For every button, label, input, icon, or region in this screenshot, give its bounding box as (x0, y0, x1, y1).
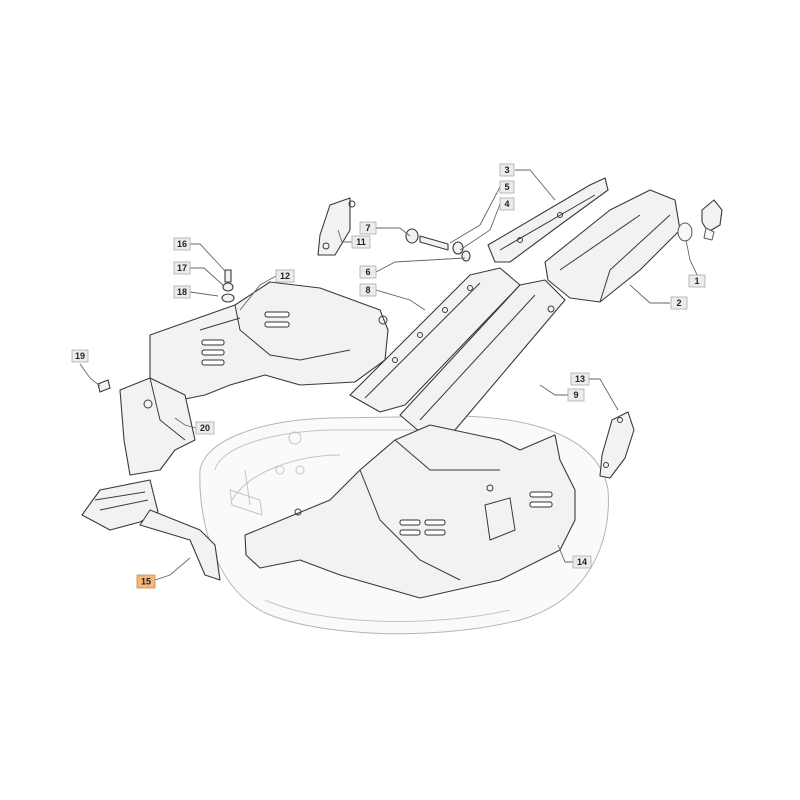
leader-lines (79, 169, 702, 581)
callout-1: 1 (688, 274, 706, 288)
svg-text:12: 12 (280, 271, 290, 281)
part-2-upper-right-chute (544, 189, 693, 303)
callout-15: 15 (136, 574, 156, 589)
part-15-lower-left-chute (81, 479, 221, 581)
svg-text:3: 3 (504, 165, 509, 175)
callout-8: 8 (359, 283, 377, 297)
part-8-left-tunnel (349, 267, 521, 413)
svg-text:5: 5 (504, 182, 509, 192)
svg-text:2: 2 (676, 298, 681, 308)
callout-19: 19 (71, 349, 89, 363)
callout-4: 4 (499, 197, 515, 211)
part-12-body-shroud (149, 281, 389, 401)
svg-text:11: 11 (356, 237, 366, 247)
svg-text:16: 16 (177, 239, 187, 249)
svg-text:20: 20 (200, 423, 210, 433)
part-19-screw (97, 379, 111, 393)
callout-7: 7 (359, 221, 377, 235)
part-1-clip (701, 199, 723, 241)
callout-3: 3 (499, 163, 515, 177)
part-14-lower-cover (244, 424, 576, 599)
svg-text:13: 13 (575, 374, 585, 384)
svg-text:14: 14 (577, 557, 587, 567)
part-3-top-tunnel (487, 177, 609, 263)
svg-text:6: 6 (365, 267, 370, 277)
callout-20: 20 (195, 421, 215, 435)
callout-12: 12 (275, 269, 295, 283)
callout-6: 6 (359, 265, 377, 279)
part-4-washer (452, 241, 464, 255)
callout-17: 17 (173, 261, 191, 275)
part-13-bracket (599, 411, 635, 479)
svg-text:18: 18 (177, 287, 187, 297)
callout-18: 18 (173, 285, 191, 299)
part-20-left-bracket (119, 377, 196, 476)
callout-16: 16 (173, 237, 191, 251)
svg-text:9: 9 (573, 390, 578, 400)
part-16-screw (224, 269, 232, 283)
part-6-nut (461, 250, 471, 262)
svg-text:4: 4 (504, 199, 509, 209)
part-11-bracket (317, 197, 356, 256)
callout-11: 11 (351, 235, 371, 249)
callout-2: 2 (670, 296, 688, 310)
part-5-pin (419, 235, 449, 251)
svg-text:17: 17 (177, 263, 187, 273)
part-18-washer (221, 293, 235, 303)
callout-13: 13 (570, 372, 590, 386)
callout-9: 9 (567, 388, 585, 402)
part-7-bushing (405, 228, 419, 244)
svg-text:19: 19 (75, 351, 85, 361)
svg-text:15: 15 (141, 577, 151, 587)
svg-text:8: 8 (365, 285, 370, 295)
svg-text:7: 7 (365, 223, 370, 233)
part-17-nut (222, 282, 234, 292)
svg-text:1: 1 (694, 276, 699, 286)
callout-5: 5 (499, 180, 515, 194)
callout-14: 14 (572, 555, 592, 569)
